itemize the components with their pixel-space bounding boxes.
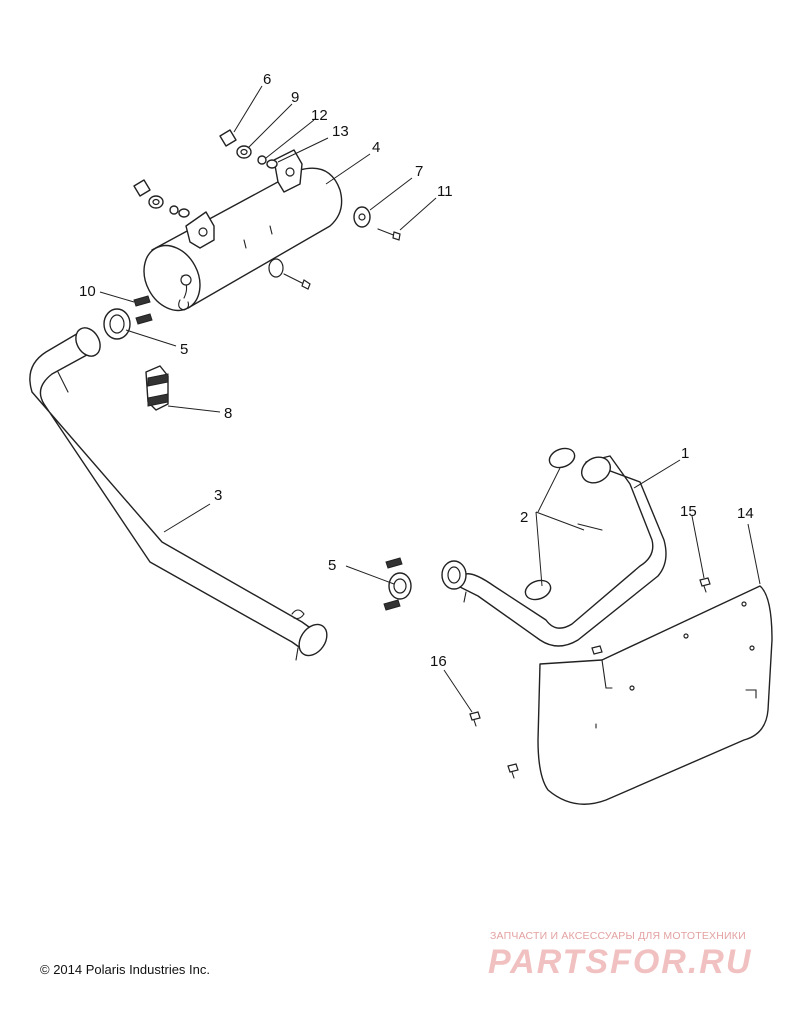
callout-8: 8 <box>224 405 232 422</box>
callout-9: 9 <box>291 89 299 106</box>
callout-14: 14 <box>737 505 754 522</box>
grommet-part <box>353 206 371 228</box>
callout-13: 13 <box>332 123 349 140</box>
callout-5-muffler: 5 <box>180 341 188 358</box>
copyright-notice: © 2014 Polaris Industries Inc. <box>40 962 210 977</box>
head-pipe-part <box>441 455 667 647</box>
callout-labels: 1 2 3 4 5 5 6 7 8 9 10 11 12 13 14 15 16 <box>79 71 754 670</box>
callout-7: 7 <box>415 163 423 180</box>
callout-12: 12 <box>311 107 328 124</box>
callout-3: 3 <box>214 487 222 504</box>
gasket-part <box>103 308 131 340</box>
callout-10: 10 <box>79 283 96 300</box>
leader-lines <box>99 85 761 713</box>
heat-shield-part <box>537 585 773 805</box>
callout-16: 16 <box>430 653 447 670</box>
callout-2: 2 <box>520 509 528 526</box>
watermark-tagline: ЗАПЧАСТИ И АКСЕССУАРЫ ДЛЯ МОТОТЕХНИКИ <box>490 930 746 942</box>
mount-hardware-upper <box>219 129 278 169</box>
clamp-part <box>524 447 603 601</box>
callout-11: 11 <box>437 183 453 200</box>
muffler-part <box>143 149 343 312</box>
exhaust-pipe-part <box>29 327 328 661</box>
screw-part-15 <box>699 577 711 593</box>
bolt-part <box>377 228 401 241</box>
screw-part-16 <box>469 645 603 779</box>
gasket-springs-front <box>383 557 412 611</box>
callout-1: 1 <box>681 445 689 462</box>
callout-5-front: 5 <box>328 557 336 574</box>
watermark-logo: PARTSFOR.RU <box>488 943 753 981</box>
callout-6: 6 <box>263 71 271 88</box>
spring-part <box>133 295 153 325</box>
callout-4: 4 <box>372 139 380 156</box>
isolator-part <box>145 365 169 411</box>
callout-15: 15 <box>680 503 697 520</box>
mount-hardware-lower <box>133 179 190 218</box>
